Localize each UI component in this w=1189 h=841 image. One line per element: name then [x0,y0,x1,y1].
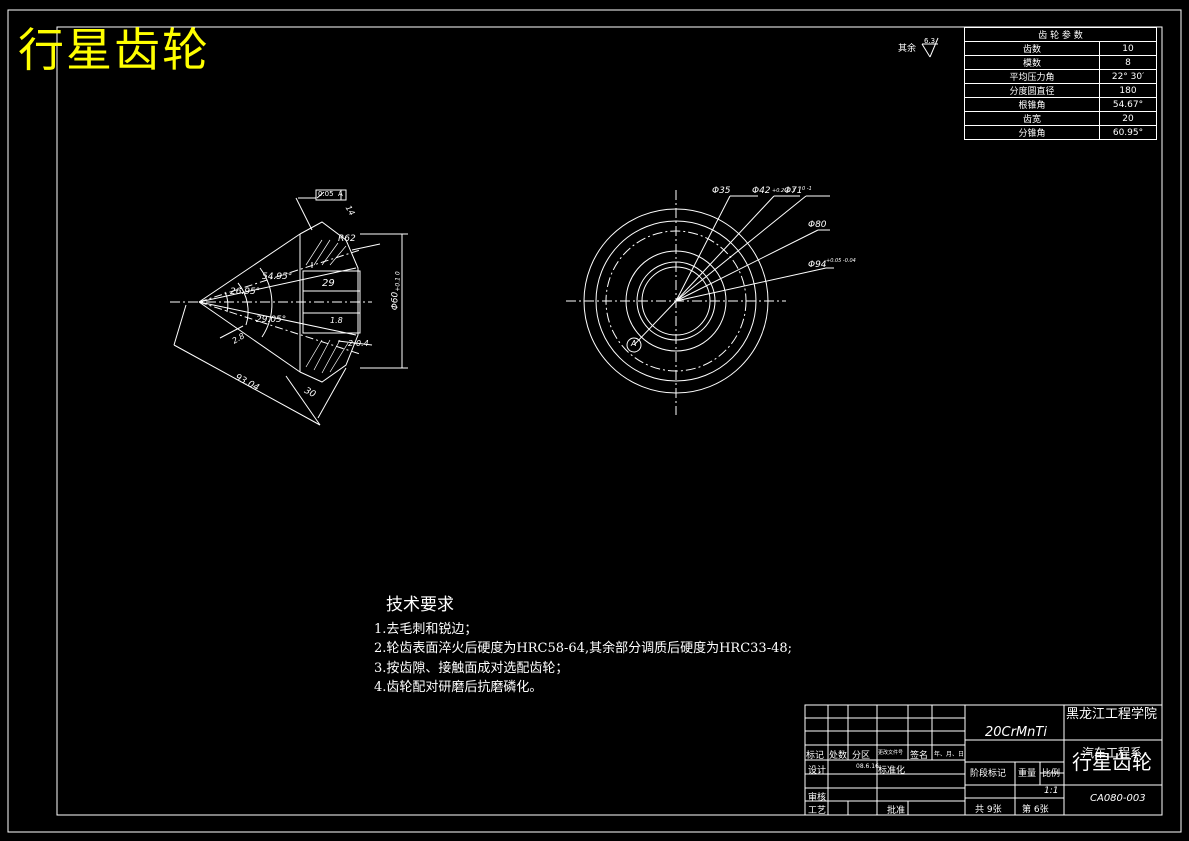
other-surfaces-label: 其余 [898,44,917,54]
tolerance-value: 0.05 [318,190,334,198]
tb-scale: 比例 [1042,769,1061,779]
technical-requirements: 技术要求 1.去毛刺和锐边； 2.轮齿表面淬火后硬度为HRC58-64,其余部分… [374,595,793,698]
school-name: 黑龙江工程学院 [1066,707,1158,722]
tb-mark: 标记 [806,751,825,761]
dim-d35: Φ35 [712,186,731,196]
tech-item: 2.轮齿表面淬火后硬度为HRC58-64,其余部分调质后硬度为HRC33-48; [374,641,793,656]
dim-d94-tol: +0.05 -0.04 [826,258,856,264]
tb-process: 工艺 [808,806,827,816]
dim-d42-tol: +0.2 -0.3 [772,188,796,194]
tb-change-doc: 更改文件号 [878,750,904,756]
part-name: 行星齿轮 [1072,750,1152,774]
tb-standardize: 标准化 [878,766,906,776]
roughness-value: 6.3 [924,37,936,45]
department: 汽车工程系 [1082,746,1143,760]
tb-approve: 批准 [887,806,906,816]
drawing-number: CA080-003 [1090,793,1146,804]
roughness-symbol [921,37,939,58]
tb-review: 审核 [808,793,827,803]
dim-2x04: 2-0.4 [348,339,369,348]
front-datum: A [631,339,637,348]
tb-sign: 签名 [910,751,929,761]
tech-item: 1.去毛刺和锐边； [374,621,478,637]
tb-weight: 重量 [1018,769,1037,779]
dim-d94: Φ94 [808,260,827,270]
tb-sheet-no: 第 6张 [1022,805,1049,815]
tb-count: 处数 [829,751,848,761]
front-view [566,190,834,415]
gear-params-heading: 齿 轮 参 数 [964,27,1157,42]
tech-item: 4.齿轮配对研磨后抗磨磷化。 [374,680,543,695]
dim-29: 29 [322,278,335,289]
dim-angle-2: 26.95° [230,287,261,297]
material: 20CrMnTi [985,725,1047,740]
dim-r62: R62 [338,234,356,244]
tb-zone: 分区 [852,751,871,761]
tb-scale-value: 1:1 [1044,786,1059,796]
dim-dia60: Φ60 [390,291,401,311]
dim-d71: Φ71 [784,186,803,196]
tb-design-date: 08.6.16 [856,763,879,770]
dim-angle-1: 54.95° [262,272,293,282]
dim-angle-3: 29.05° [256,315,287,325]
dim-dia60-tol: +0.1 0 [394,271,402,292]
tb-design: 设计 [808,766,827,776]
tech-item: 3.按齿隙、接触面成对选配齿轮； [374,660,569,676]
tb-date: 年、月、日 [934,751,965,758]
outer-border [7,9,1182,833]
dim-18: 1.8 [330,316,343,325]
drawing-title: 行星齿轮 [18,23,210,77]
tb-stage-mark: 阶段标记 [970,769,1007,779]
inner-border [56,26,1163,816]
dim-d80: Φ80 [808,220,827,230]
tech-heading: 技术要求 [386,595,454,615]
dim-d71-tol: 0 -1 [802,186,812,192]
dim-d42: Φ42 [752,186,771,196]
tb-total-sheets: 共 9张 [975,805,1002,815]
section-view [170,189,408,426]
datum-label: A [338,190,343,198]
title-block [804,704,1163,816]
